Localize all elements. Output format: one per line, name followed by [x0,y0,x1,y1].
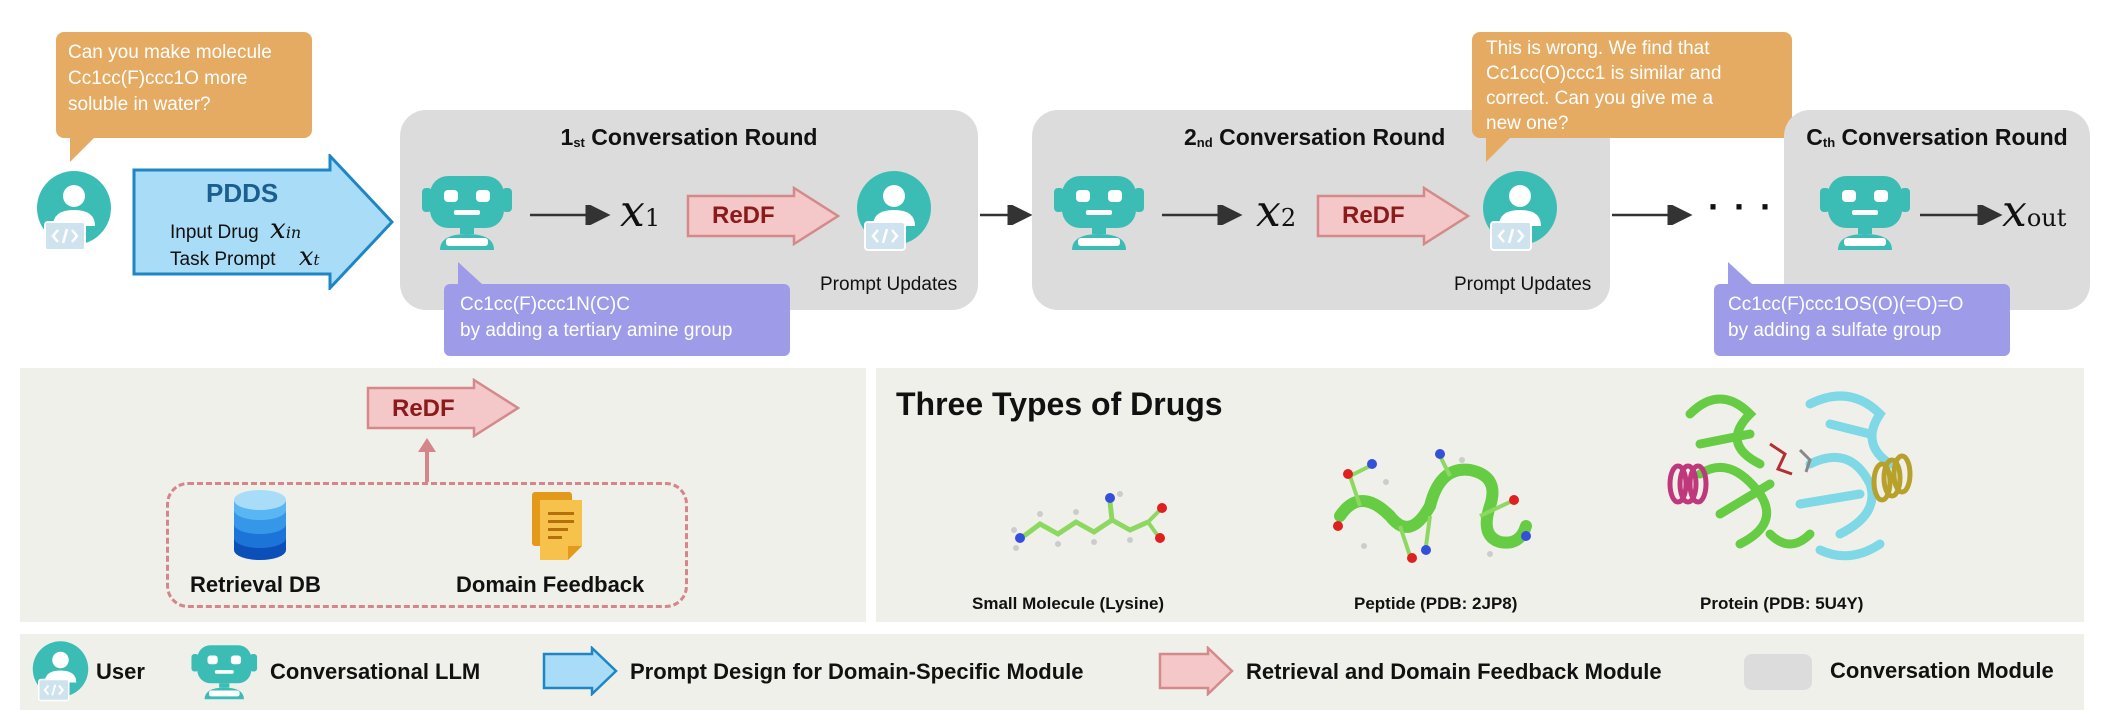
user-feedback-line: new one? [1486,113,1569,134]
retrieval-db-label: Retrieval DB [190,572,321,597]
database-icon [234,490,286,560]
legend-user: User [96,659,145,684]
prompt-updates-label: Prompt Updates [820,274,958,295]
user-query-bubble: Can you make molecule Cc1cc(F)ccc1O more… [56,32,312,162]
input-drug-sub: in [285,223,302,242]
llm-response-line: Cc1cc(F)ccc1N(C)C [460,294,630,315]
llm-response-bubble: Cc1cc(F)ccc1OS(O)(=O)=O by adding a sulf… [1714,262,2010,356]
legend-bar [20,634,2084,710]
protein-image [1667,391,1913,561]
arrow-right-icon [1612,205,1693,225]
input-drug-var: x [270,212,286,245]
user-feedback-line: Cc1cc(O)ccc1 is similar and [1486,63,1722,84]
domain-feedback-label: Domain Feedback [456,572,645,597]
arrow-right-icon [530,205,611,225]
redf-label: ReDF [1342,202,1405,229]
llm-response-line: by adding a sulfate group [1728,320,1942,341]
arrow-right-icon [1920,205,2003,225]
legend-conversation-swatch [1744,654,1812,690]
input-drug-label: Input Drug [170,222,259,243]
user-query-line: Can you make molecule [68,42,272,63]
task-prompt-label: Task Prompt [170,249,276,270]
legend-pdds-arrow [542,646,618,696]
arrow-right-icon [980,205,1033,225]
user-icon [32,640,90,702]
drug-caption: Small Molecule (Lysine) [972,594,1165,613]
user-feedback-line: correct. Can you give me a [1486,88,1714,109]
drug-caption: Protein (PDB: 5U4Y) [1700,594,1864,613]
pdds-arrow-shape [132,154,394,290]
redf-arrow-shape [686,186,840,246]
arrow-up-icon [418,438,436,482]
legend-redf-arrow [1158,646,1234,696]
retrieval-dashed-box [166,482,688,608]
prompt-updates-label: Prompt Updates [1454,274,1592,295]
legend-conversation: Conversation Module [1830,658,2054,683]
small-molecule-image [1011,491,1167,551]
llm-robot-icon [1054,176,1144,250]
pdds-input-drug: Input Drug xin [170,212,301,245]
pdds-title: PDDS [206,178,279,208]
round-1-title: 1st Conversation Round [560,124,818,150]
user-icon [1482,170,1559,252]
user-feedback-bubble: This is wrong. We find that Cc1cc(O)ccc1… [1472,32,1792,162]
task-prompt-sub: t [313,251,320,269]
user-icon [856,170,933,252]
llm-robot-icon [422,176,512,250]
llm-response-bubble: Cc1cc(F)ccc1N(C)C by adding a tertiary a… [444,262,790,356]
ellipsis: · · · [1708,186,1774,227]
peptide-image [1333,449,1532,563]
redf-arrow-shape [366,378,520,438]
user-query-line: soluble in water? [68,94,211,115]
round-2-title: 2nd Conversation Round [1184,124,1446,150]
redf-label: ReDF [712,202,775,229]
task-prompt-var: x [298,242,314,272]
legend-redf: Retrieval and Domain Feedback Module [1246,659,1662,684]
user-feedback-line: This is wrong. We find that [1486,38,1710,59]
redf-arrow-shape [1316,186,1470,246]
llm-robot-icon [1820,176,1910,250]
llm-robot-icon [191,645,258,700]
llm-response-line: by adding a tertiary amine group [460,320,733,341]
llm-response-line: Cc1cc(F)ccc1OS(O)(=O)=O [1728,294,1964,315]
pdds-task-prompt: Task Prompt xt [170,242,320,272]
round-c-output: xout [2002,186,2067,237]
drugs-title: Three Types of Drugs [896,386,1223,422]
arrow-right-icon [1162,205,1243,225]
redf-label: ReDF [392,395,455,422]
legend-pdds: Prompt Design for Domain-Specific Module [630,659,1084,684]
round-1-output: x1 [620,186,661,237]
document-icon [532,492,582,560]
round-2-output: x2 [1256,186,1297,237]
legend-llm: Conversational LLM [270,659,481,684]
drug-caption: Peptide (PDB: 2JP8) [1354,594,1518,613]
user-query-line: Cc1cc(F)ccc1O more [68,68,248,89]
user-icon [36,170,113,252]
round-c-title: Cth Conversation Round [1806,124,2068,150]
